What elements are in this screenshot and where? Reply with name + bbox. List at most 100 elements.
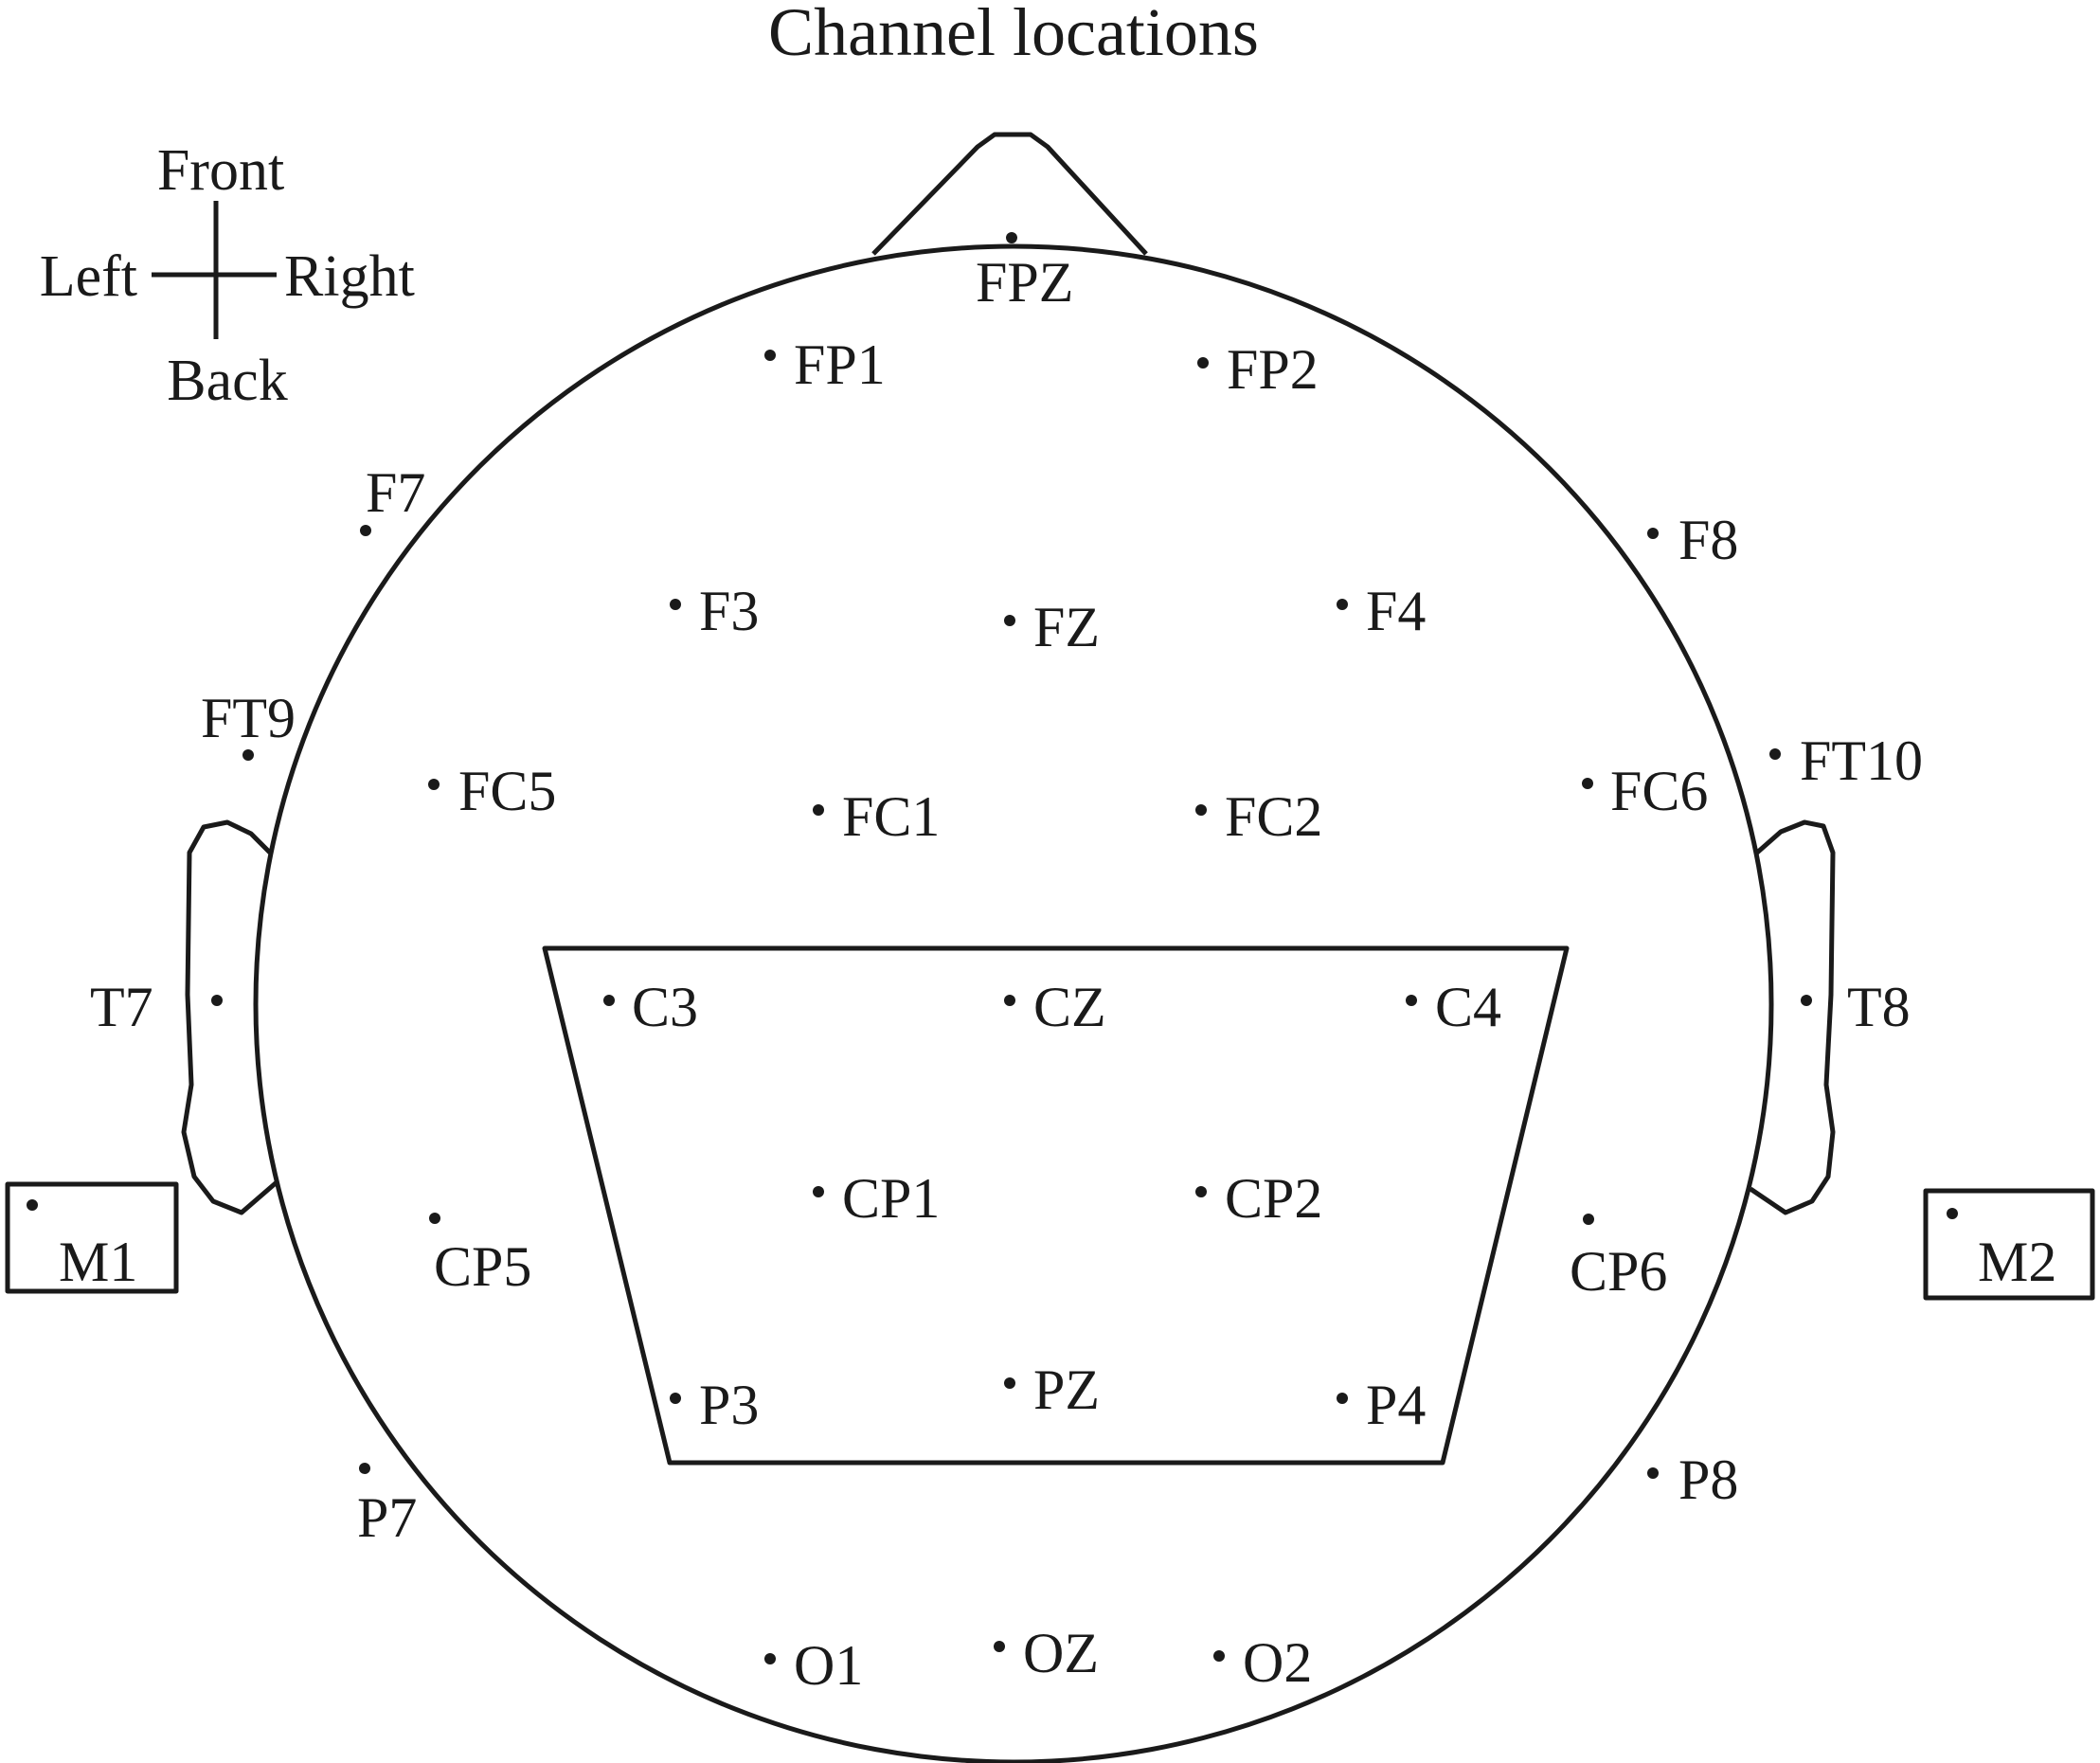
head-circle [253,243,1774,1763]
electrode-label: M1 [59,1231,137,1293]
electrode-label: C4 [1435,976,1501,1038]
diagram-title: Channel locations [768,0,1259,70]
electrode-fp2: FP2 [1197,338,1319,401]
electrode-dot [670,599,681,610]
electrode-label: OZ [1023,1622,1099,1684]
m2-reference-box [1923,1188,2095,1301]
electrode-m2: M2 [1947,1208,2056,1293]
electrode-dot [670,1393,681,1404]
electrode-label: O2 [1243,1631,1312,1694]
electrode-cp6: CP6 [1570,1214,1667,1303]
electrode-dot [1769,748,1781,760]
electrode-dot [813,804,824,816]
electrode-fc6: FC6 [1582,760,1708,822]
electrode-fpz: FPZ [976,232,1073,314]
electrode-label: F8 [1678,509,1738,571]
electrode-dot [1801,995,1812,1006]
electrode-label: CP5 [434,1235,531,1298]
electrode-dot [428,779,440,790]
electrode-dot [1004,615,1015,626]
electrode-pz: PZ [1004,1358,1100,1421]
electrode-ft10: FT10 [1769,729,1923,792]
electrode-dot [1195,1186,1207,1197]
electrode-label: O1 [794,1634,863,1697]
electrode-label: CP1 [842,1167,940,1230]
electrode-cp1: CP1 [813,1167,940,1230]
compass-right-label: Right [284,244,415,309]
electrode-fz: FZ [1004,596,1100,658]
electrode-dot [994,1641,1005,1652]
electrode-dot [1406,995,1417,1006]
electrode-cz: CZ [1004,976,1106,1038]
orientation-compass: Front Back Left Right [40,138,415,413]
electrode-dot [1004,1377,1015,1389]
electrode-ft9: FT9 [201,687,296,761]
electrode-dot [1583,1214,1594,1225]
electrode-label: F3 [699,580,759,642]
electrode-dot [359,1463,370,1474]
electrode-dot [242,749,254,761]
electrode-label: FC6 [1610,760,1708,822]
electrode-label: M2 [1978,1231,2056,1293]
electrode-label: F4 [1366,580,1426,642]
electrode-oz: OZ [994,1622,1099,1684]
electrode-f7: F7 [360,461,425,536]
electrode-dot [1647,1467,1659,1479]
electrode-p3: P3 [670,1374,759,1436]
compass-back-label: Back [167,349,287,413]
compass-front-label: Front [157,138,284,203]
electrode-fp1: FP1 [764,333,886,396]
m1-reference-box [5,1181,179,1294]
electrode-dot [1947,1208,1958,1219]
electrode-label: P7 [357,1486,417,1549]
electrode-f3: F3 [670,580,759,642]
electrode-dot [1213,1650,1225,1662]
electrode-dot [1004,995,1015,1006]
region-of-interest-outline [542,945,1570,1466]
electrode-label: FC1 [842,785,940,848]
electrode-label: FC2 [1225,785,1322,848]
head-outline [181,132,1836,1763]
electrode-f8: F8 [1647,509,1738,571]
electrode-fc2: FC2 [1195,785,1322,848]
electrode-dot [1582,778,1593,789]
electrode-p8: P8 [1647,1448,1738,1511]
electrode-dot [360,525,371,536]
compass-left-label: Left [40,244,137,309]
electrode-dot [211,995,223,1006]
electrode-dot [429,1213,440,1224]
left-ear [181,819,278,1215]
electrode-label: FC5 [458,760,556,822]
electrode-c4: C4 [1406,976,1501,1038]
electrode-m1: M1 [27,1199,137,1293]
electrode-dot [764,1653,776,1664]
electrode-f4: F4 [1337,580,1426,642]
electrode-label: CP6 [1570,1240,1667,1303]
electrode-fc5: FC5 [428,760,556,822]
electrode-label: FP1 [794,333,886,396]
nose-shape [871,132,1148,256]
electrode-dot [1006,232,1017,243]
electrode-o2: O2 [1213,1631,1312,1694]
electrode-p4: P4 [1337,1374,1426,1436]
electrode-dot [764,350,776,361]
electrode-dot [1197,357,1209,369]
electrode-label: C3 [632,976,698,1038]
electrode-label: FZ [1033,596,1100,658]
right-ear [1749,819,1836,1215]
electrode-dot [813,1186,824,1197]
electrode-dot [603,995,615,1006]
electrode-dot [1647,528,1659,539]
electrode-label: P8 [1678,1448,1738,1511]
electrode-dot [1337,1393,1348,1404]
electrode-dot [1195,804,1207,816]
electrode-label: FT9 [201,687,296,749]
electrode-label: T7 [90,976,153,1038]
electrode-label: T8 [1847,976,1911,1038]
electrode-c3: C3 [603,976,698,1038]
electrode-cp2: CP2 [1195,1167,1322,1230]
electrode-label: P4 [1366,1374,1426,1436]
electrode-dot [1337,599,1348,610]
electrode-t8: T8 [1801,976,1911,1038]
electrode-fc1: FC1 [813,785,940,848]
